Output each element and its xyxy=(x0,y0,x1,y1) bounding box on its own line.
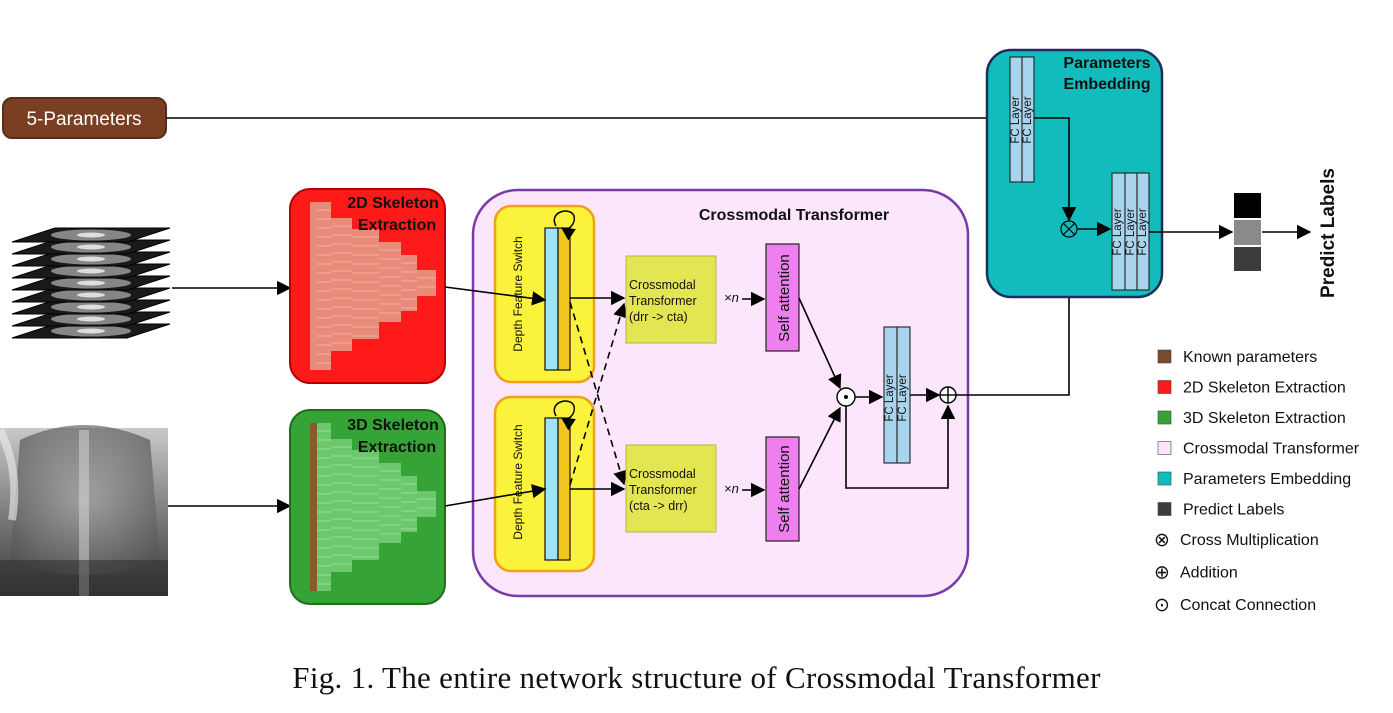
ct-top-line3: (drr -> cta) xyxy=(629,310,688,324)
legend-symbol-item: ⊕ Addition xyxy=(1154,563,1238,584)
legend-symbol-icon: ⊕ xyxy=(1154,563,1170,584)
legend-item-label: Parameters Embedding xyxy=(1183,471,1351,488)
crossmodal-transformer-block: Crossmodal Transformer xyxy=(471,188,970,598)
fc-layers-middle: FC Layer FC Layer xyxy=(883,326,911,464)
legend-symbol-icon: ⊙ xyxy=(1154,595,1170,616)
figure-caption: Fig. 1. The entire network structure of … xyxy=(292,660,1101,695)
crossmodal-transformer-top: Crossmodal Transformer (drr -> cta) ×n xyxy=(625,255,739,344)
skeleton-2d-block: 2D Skeleton Extraction xyxy=(289,188,446,384)
fc-embed-layer2: FC Layer xyxy=(1022,96,1034,143)
ct-bottom-repeat: ×n xyxy=(724,481,739,496)
fc-embed2-layer2: FC Layer xyxy=(1125,208,1137,255)
fc-middle-layer2: FC Layer xyxy=(897,374,909,421)
crossmodal-title: Crossmodal Transformer xyxy=(699,207,889,224)
legend-symbol-label: Addition xyxy=(1180,565,1238,582)
skeleton-3d-title-1: 3D Skeleton xyxy=(347,417,439,434)
ct-top-line2: Transformer xyxy=(629,294,697,308)
ct-top-line1: Crossmodal xyxy=(629,278,696,292)
legend-item: 3D Skeleton Extraction xyxy=(1157,410,1346,427)
skeleton-2d-title-2: Extraction xyxy=(358,217,436,234)
depth-feature-switch-bottom: Depth Feature Switch xyxy=(493,395,596,573)
legend-item: 2D Skeleton Extraction xyxy=(1157,380,1346,397)
skeleton-3d-title-2: Extraction xyxy=(358,439,436,456)
fc-layers-embedding: FC Layer FC Layer xyxy=(1009,56,1035,183)
five-parameters-label: 5-Parameters xyxy=(26,109,141,130)
xray-image xyxy=(0,425,168,596)
sa-bottom-to-concat xyxy=(798,406,841,490)
predict-labels-text: Predict Labels xyxy=(1318,168,1339,298)
ct-bottom-line1: Crossmodal xyxy=(629,467,696,481)
depth-feature-switch-top: Depth Feature Switch xyxy=(493,204,596,384)
skip-connection-arrow xyxy=(845,404,956,489)
predict-label-blocks xyxy=(1234,193,1261,271)
concat-node xyxy=(836,387,856,407)
legend-item-label: Crossmodal Transformer xyxy=(1183,441,1360,458)
self-attention-bottom-label: Self attention xyxy=(776,445,793,533)
skeleton-2d-title-1: 2D Skeleton xyxy=(347,195,439,212)
dashed-cross-up xyxy=(569,302,628,486)
five-parameters-box: 5-Parameters xyxy=(2,97,167,139)
embedding-title-2: Embedding xyxy=(1063,76,1150,93)
fc-embed2-layer1: FC Layer xyxy=(1112,208,1124,255)
skeleton-3d-block: 3D Skeleton Extraction xyxy=(289,409,446,605)
legend-item-label: Predict Labels xyxy=(1183,502,1284,519)
dfs-top-label: Depth Feature Switch xyxy=(511,236,525,351)
fc-embed2-layer3: FC Layer xyxy=(1137,208,1149,255)
self-attention-top: Self attention xyxy=(765,243,800,352)
legend-item-label: Known parameters xyxy=(1183,349,1317,366)
legend-item: Known parameters xyxy=(1157,349,1317,366)
sa-top-to-concat xyxy=(798,297,842,390)
embed-fc-to-mult-arrow xyxy=(1034,117,1077,222)
cross-multiplication-node xyxy=(1060,220,1078,238)
ct-bottom-line2: Transformer xyxy=(629,483,697,497)
legend-symbol-label: Cross Multiplication xyxy=(1180,532,1319,549)
legend-symbol-item: ⊙ Concat Connection xyxy=(1154,595,1316,616)
skel2d-to-dfs-arrow xyxy=(444,286,547,306)
legend-symbol-label: Concat Connection xyxy=(1180,597,1316,614)
fc-layers-embedding-2: FC Layer FC Layer FC Layer xyxy=(1111,172,1150,291)
crossmodal-transformer-bottom: Crossmodal Transformer (cta -> drr) ×n xyxy=(625,444,739,533)
legend-symbol-item: ⊗ Cross Multiplication xyxy=(1154,530,1319,551)
legend-item-label: 3D Skeleton Extraction xyxy=(1183,410,1346,427)
ct-slice-stack-image xyxy=(11,227,171,339)
legend-item-label: 2D Skeleton Extraction xyxy=(1183,380,1346,397)
fc-embed-layer1: FC Layer xyxy=(1010,96,1022,143)
skel3d-to-dfs-arrow xyxy=(444,484,547,507)
legend-symbol-icon: ⊗ xyxy=(1154,530,1170,551)
embedding-title-1: Parameters xyxy=(1063,55,1150,72)
dashed-cross-down xyxy=(569,301,628,486)
self-attention-bottom: Self attention xyxy=(765,436,800,542)
legend-item: Crossmodal Transformer xyxy=(1157,441,1360,458)
dfs-bottom-label: Depth Feature Switch xyxy=(511,424,525,539)
ct-bottom-line3: (cta -> drr) xyxy=(629,499,688,513)
self-attention-top-label: Self attention xyxy=(776,254,793,342)
legend-item: Parameters Embedding xyxy=(1157,471,1351,488)
ct-top-repeat: ×n xyxy=(724,290,739,305)
fc-middle-layer1: FC Layer xyxy=(884,374,896,421)
legend: Known parameters 2D Skeleton Extraction 3D… xyxy=(1154,349,1360,616)
legend-item: Predict Labels xyxy=(1157,502,1284,519)
addition-node xyxy=(939,386,957,404)
